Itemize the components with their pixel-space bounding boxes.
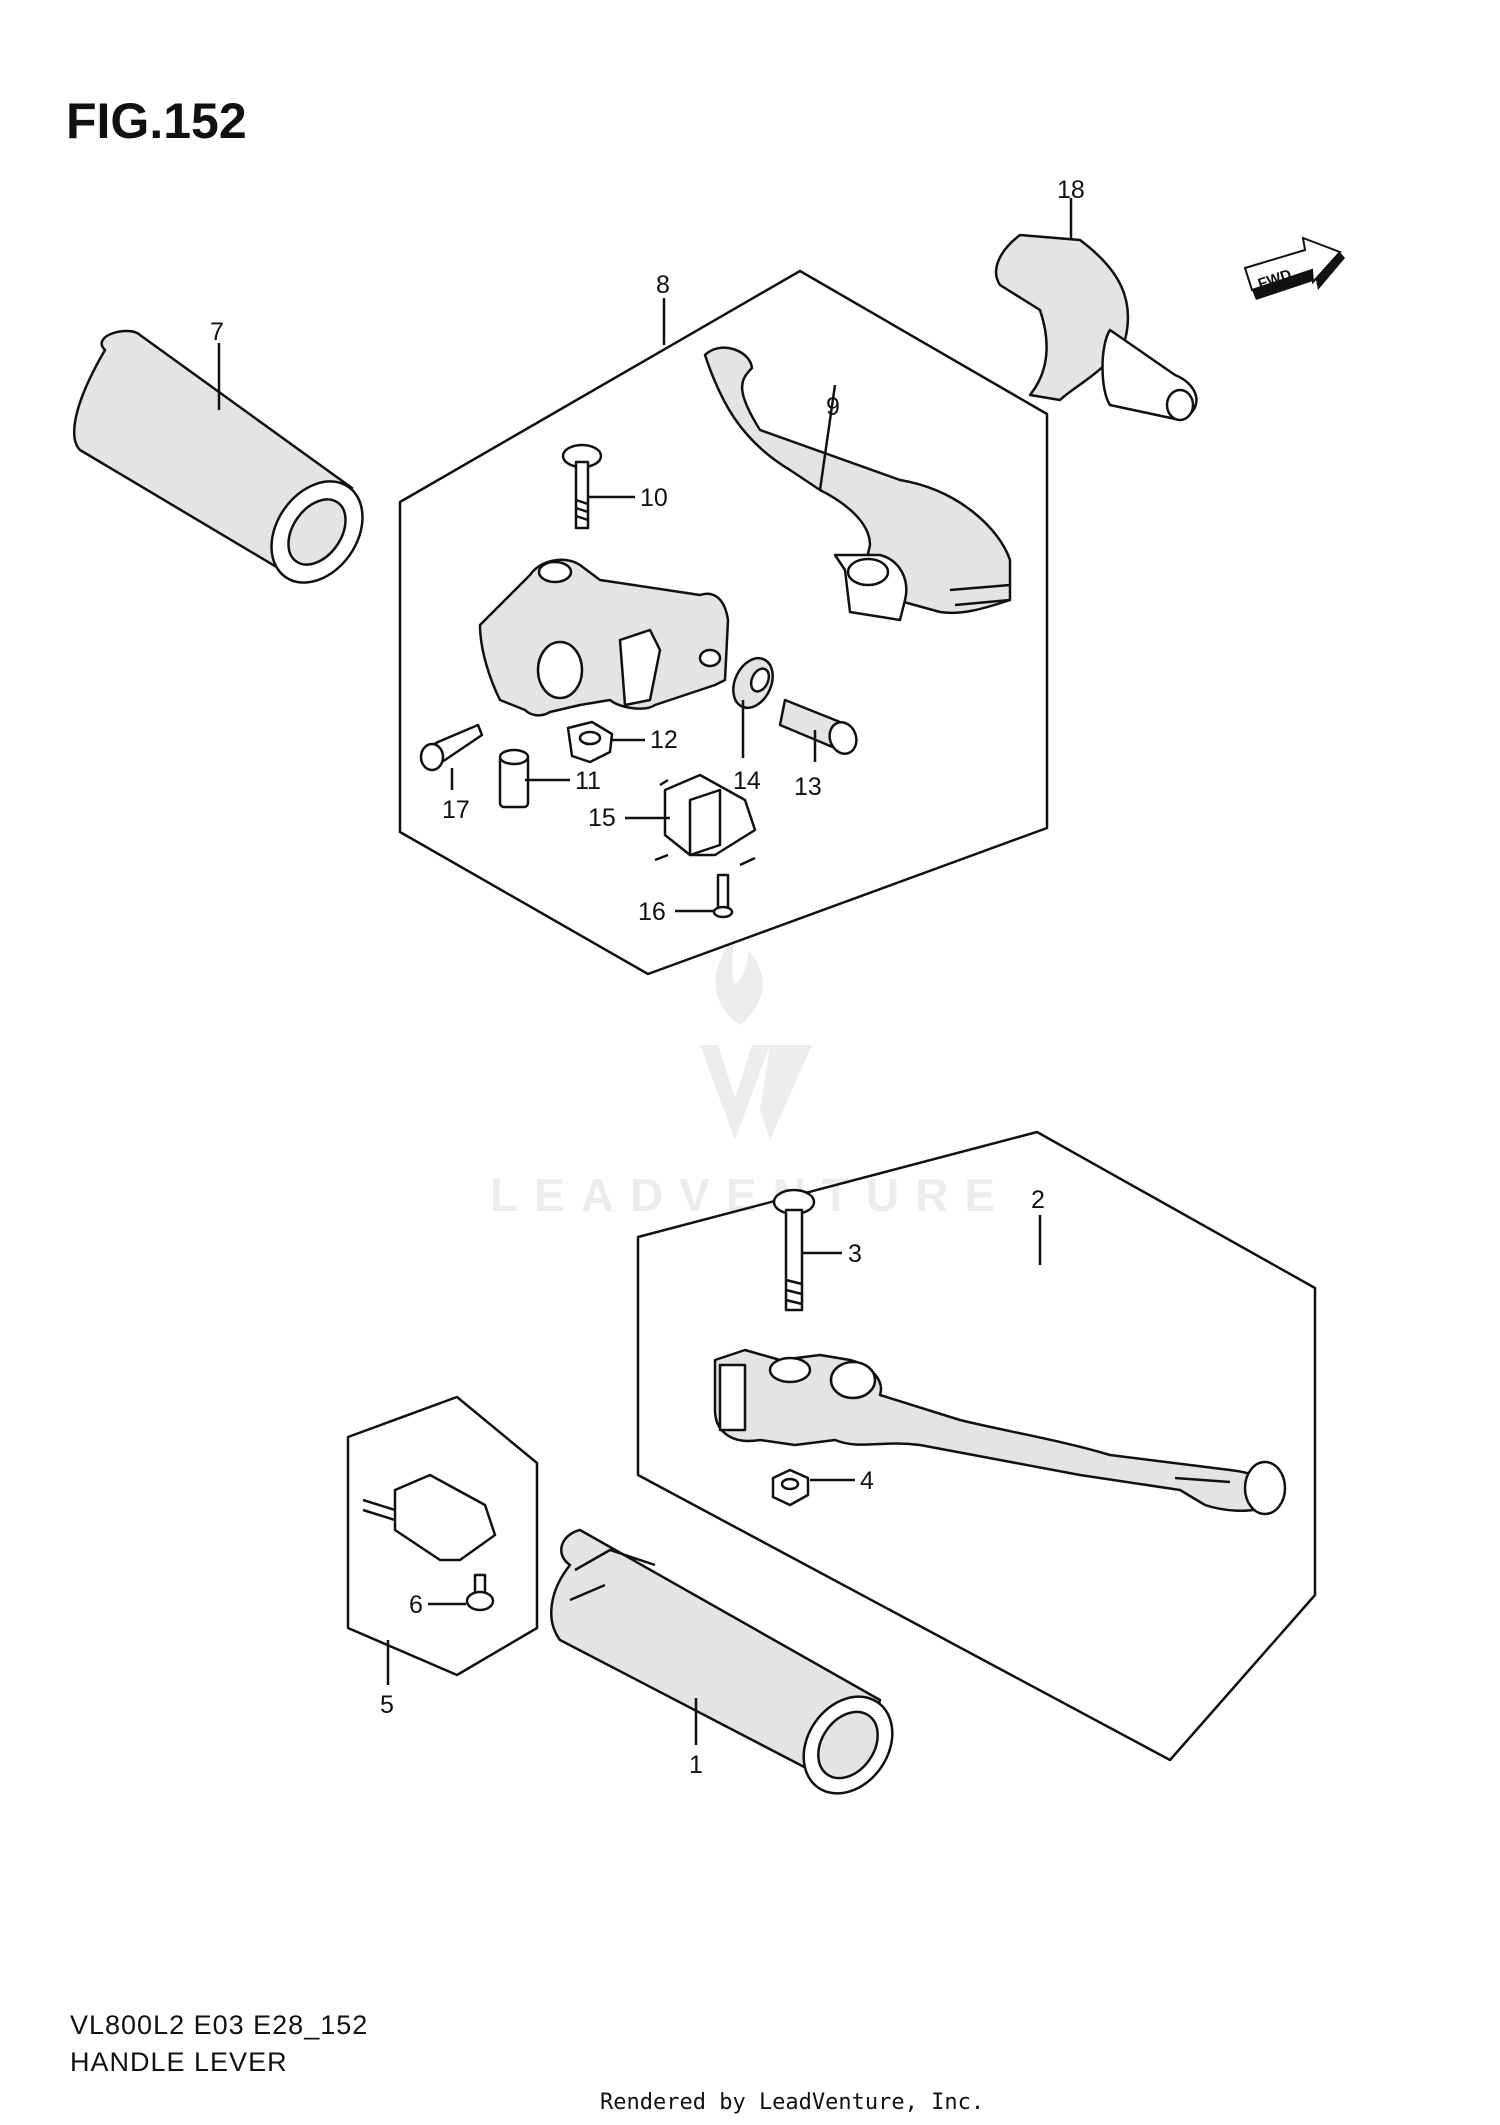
- part-4-nut: [771, 1468, 810, 1507]
- part-6-screw: [465, 1573, 495, 1612]
- callout-14: 14: [733, 767, 761, 795]
- callout-6: 6: [409, 1591, 423, 1619]
- part-12-nut: [566, 720, 614, 764]
- callout-5: 5: [380, 1691, 394, 1719]
- callout-11: 11: [575, 767, 601, 795]
- part-1-throttle-grip: [550, 1528, 894, 1795]
- part-11-collar: [498, 748, 530, 809]
- callout-16: 16: [638, 898, 666, 926]
- part-8-holder: [478, 558, 730, 717]
- part-3-bolt: [772, 1188, 816, 1312]
- fwd-arrow-icon: FWD: [1243, 236, 1345, 300]
- callout-1: 1: [689, 1751, 703, 1779]
- group-box-8: [398, 269, 1049, 976]
- watermark-text: LEADVENTURE: [490, 1169, 1012, 1221]
- model-code: VL800L2 E03 E28_152: [70, 2010, 369, 2040]
- part-15-switch: [654, 773, 757, 867]
- part-10-bolt: [561, 443, 603, 530]
- figure-title: FIG.152: [66, 93, 247, 149]
- part-13-adjuster: [778, 698, 858, 755]
- callout-17: 17: [442, 796, 470, 824]
- part-5-switch: [362, 1473, 497, 1562]
- callout-3: 3: [848, 1240, 862, 1268]
- assembly-name: HANDLE LEVER: [70, 2047, 288, 2077]
- callout-13: 13: [794, 773, 822, 801]
- callout-8: 8: [656, 271, 670, 299]
- part-16-screw: [712, 873, 734, 919]
- rendered-by: Rendered by LeadVenture, Inc.: [600, 2090, 985, 2115]
- group-box-2: [636, 1130, 1317, 1762]
- callout-15: 15: [588, 804, 616, 832]
- callout-18: 18: [1057, 176, 1085, 204]
- callout-10: 10: [640, 484, 668, 512]
- part-7-grip: [73, 329, 364, 584]
- callout-7: 7: [210, 318, 224, 346]
- leader-lines: [217, 198, 1073, 1745]
- part-18-cover: [994, 233, 1198, 422]
- part-9-lever: [703, 346, 1012, 622]
- part-17-screw: [419, 723, 484, 772]
- callout-12: 12: [650, 726, 678, 754]
- part-2-lever: [713, 1348, 1287, 1516]
- part-14-ring: [732, 656, 774, 710]
- group-box-5: [346, 1395, 539, 1677]
- watermark-logo: [700, 935, 812, 1140]
- callout-9: 9: [826, 393, 840, 421]
- callout-4: 4: [860, 1467, 874, 1495]
- callout-2: 2: [1031, 1186, 1045, 1214]
